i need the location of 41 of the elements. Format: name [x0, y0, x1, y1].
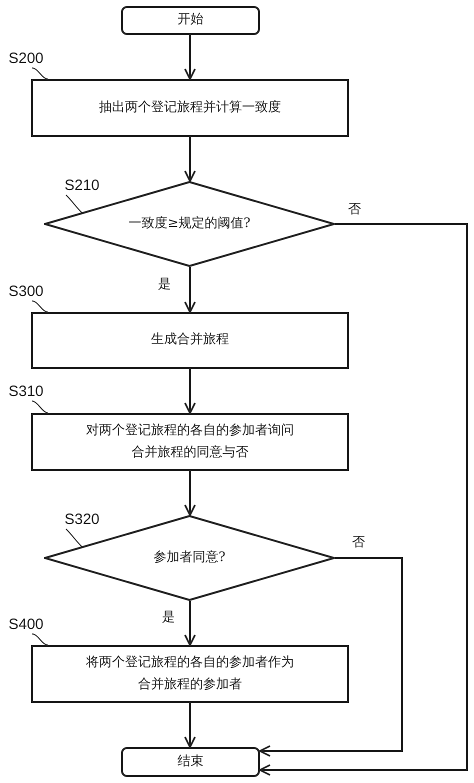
edge-label: 是 — [158, 275, 171, 293]
step-text: 对两个登记旅程的各自的参加者询问合并旅程的同意与否 — [85, 422, 295, 462]
step-text: 参加者同意? — [152, 548, 226, 567]
arrow — [259, 223, 468, 776]
arrow — [184, 35, 196, 80]
terminal-box — [121, 747, 260, 777]
leader-line — [32, 67, 48, 80]
step-number: S200 — [8, 50, 44, 66]
step-text: 结束 — [176, 752, 204, 771]
arrow — [184, 137, 196, 182]
step-text: 生成合并旅程 — [150, 331, 230, 350]
edge-label: 是 — [162, 608, 175, 626]
step-number: S400 — [8, 616, 44, 632]
terminal-box — [121, 6, 260, 35]
arrow — [184, 369, 196, 414]
decision-diamond — [44, 515, 335, 601]
arrow — [184, 601, 196, 646]
step-number: S300 — [8, 282, 44, 300]
process-box — [31, 645, 349, 703]
step-number: S320 — [64, 510, 100, 528]
arrow — [184, 471, 196, 516]
step-text: 开始 — [176, 11, 204, 30]
process-box — [31, 79, 349, 137]
arrow — [184, 267, 196, 313]
leader-line — [32, 400, 48, 414]
edge-label: 否 — [348, 200, 361, 218]
arrow — [259, 557, 403, 757]
edge-label: 否 — [352, 533, 365, 551]
step-text: 抽出两个登记旅程并计算一致度 — [98, 98, 282, 117]
arrow — [184, 703, 196, 748]
process-box — [31, 312, 349, 369]
leader-line — [32, 633, 48, 646]
step-text: 一致度≥规定的阈值? — [128, 214, 252, 233]
decision-diamond — [44, 181, 335, 267]
step-text: 将两个登记旅程的各自的参加者作为合并旅程的参加者 — [85, 654, 295, 694]
step-number: S310 — [8, 382, 44, 400]
leader-line — [66, 528, 82, 548]
leader-line — [66, 194, 82, 214]
process-box — [31, 413, 349, 471]
step-number: S210 — [64, 176, 100, 194]
leader-line — [32, 300, 48, 313]
